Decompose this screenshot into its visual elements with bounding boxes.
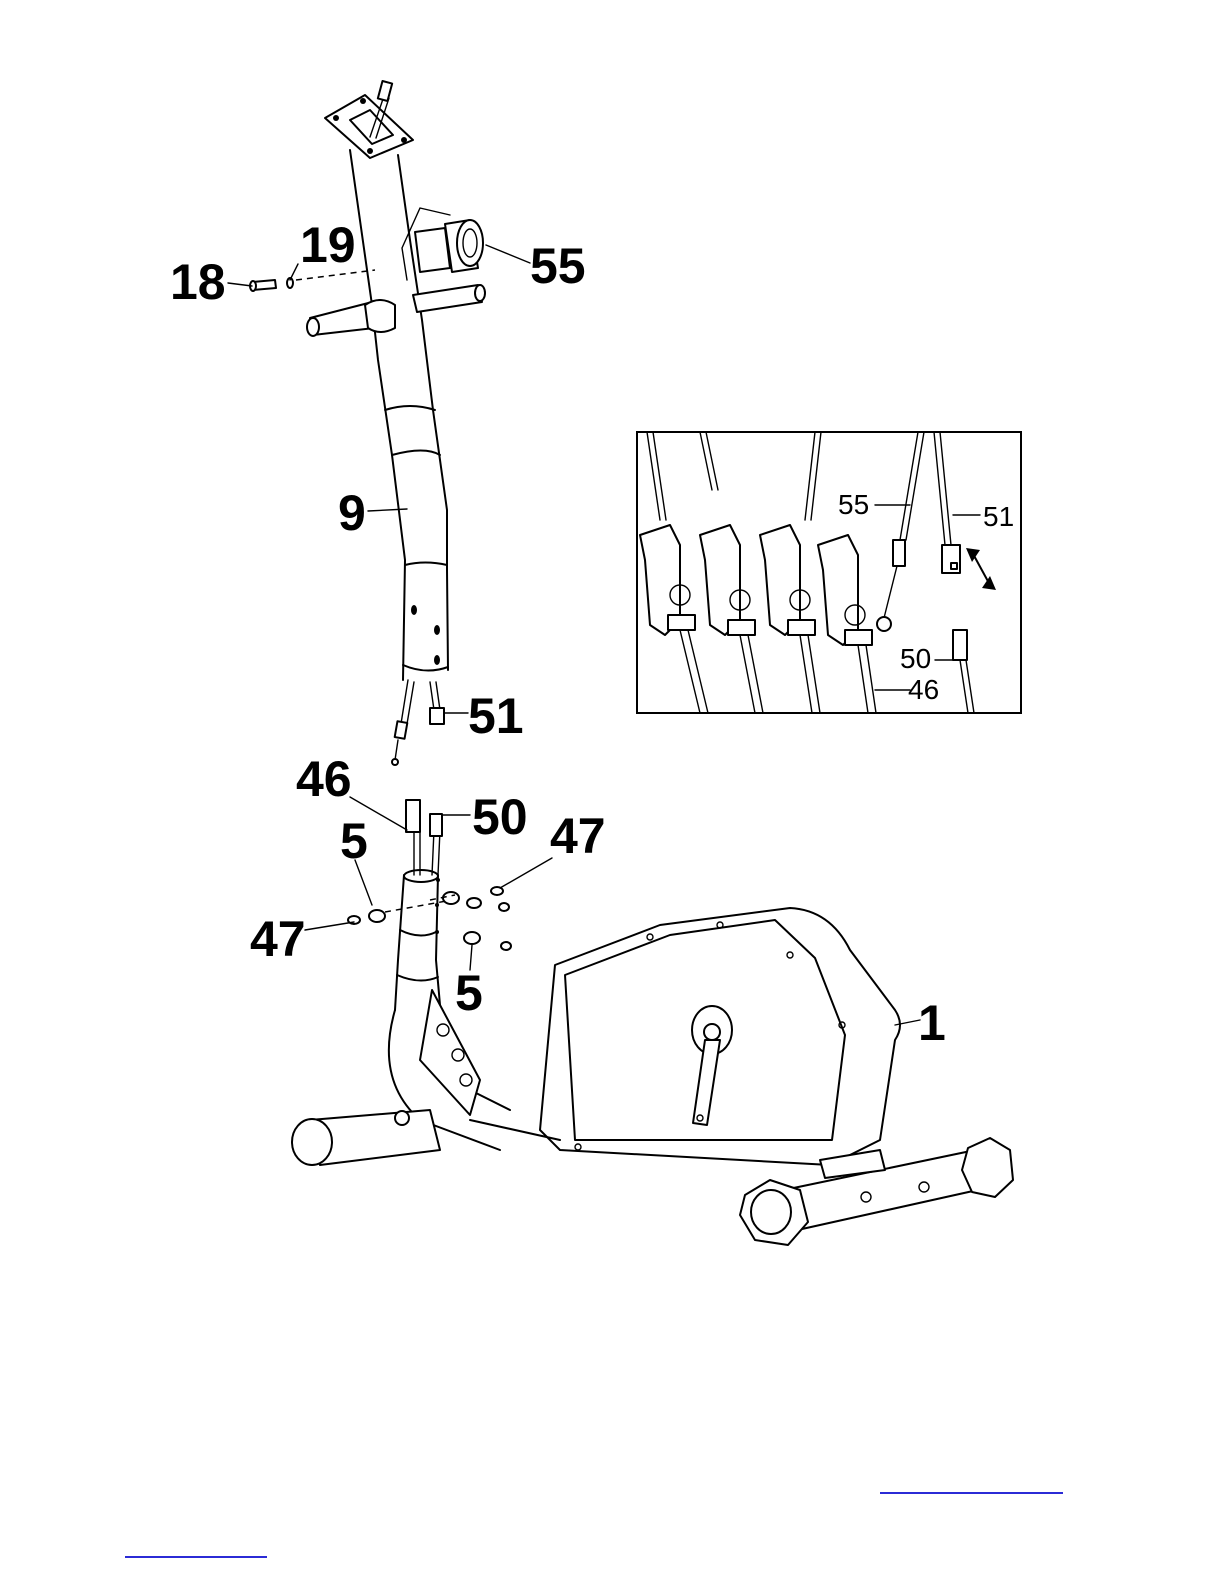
- inset-label-55: 55: [838, 489, 869, 520]
- callout-50: 50: [472, 789, 528, 845]
- callout-5-top: 5: [340, 813, 368, 869]
- callout-1: 1: [918, 995, 946, 1051]
- callout-51: 51: [468, 688, 524, 744]
- footer-link-right[interactable]: [880, 1492, 1063, 1494]
- callout-47-top: 47: [550, 808, 606, 864]
- callout-55: 55: [530, 238, 586, 294]
- upright-post: [307, 81, 485, 765]
- cable-connection-inset: 55 51 50 46: [637, 432, 1021, 713]
- callout-47-left: 47: [250, 911, 306, 967]
- callout-9: 9: [338, 485, 366, 541]
- callout-46: 46: [296, 751, 352, 807]
- base-frame: [292, 870, 1013, 1245]
- callout-19: 19: [300, 217, 356, 273]
- callout-18: 18: [170, 254, 226, 310]
- inset-label-51: 51: [983, 501, 1014, 532]
- inset-label-50: 50: [900, 643, 931, 674]
- bolt-washer-18-19: [250, 270, 375, 291]
- footer-link-left[interactable]: [125, 1556, 267, 1558]
- callout-5-bottom: 5: [455, 965, 483, 1021]
- inset-label-46: 46: [908, 674, 939, 705]
